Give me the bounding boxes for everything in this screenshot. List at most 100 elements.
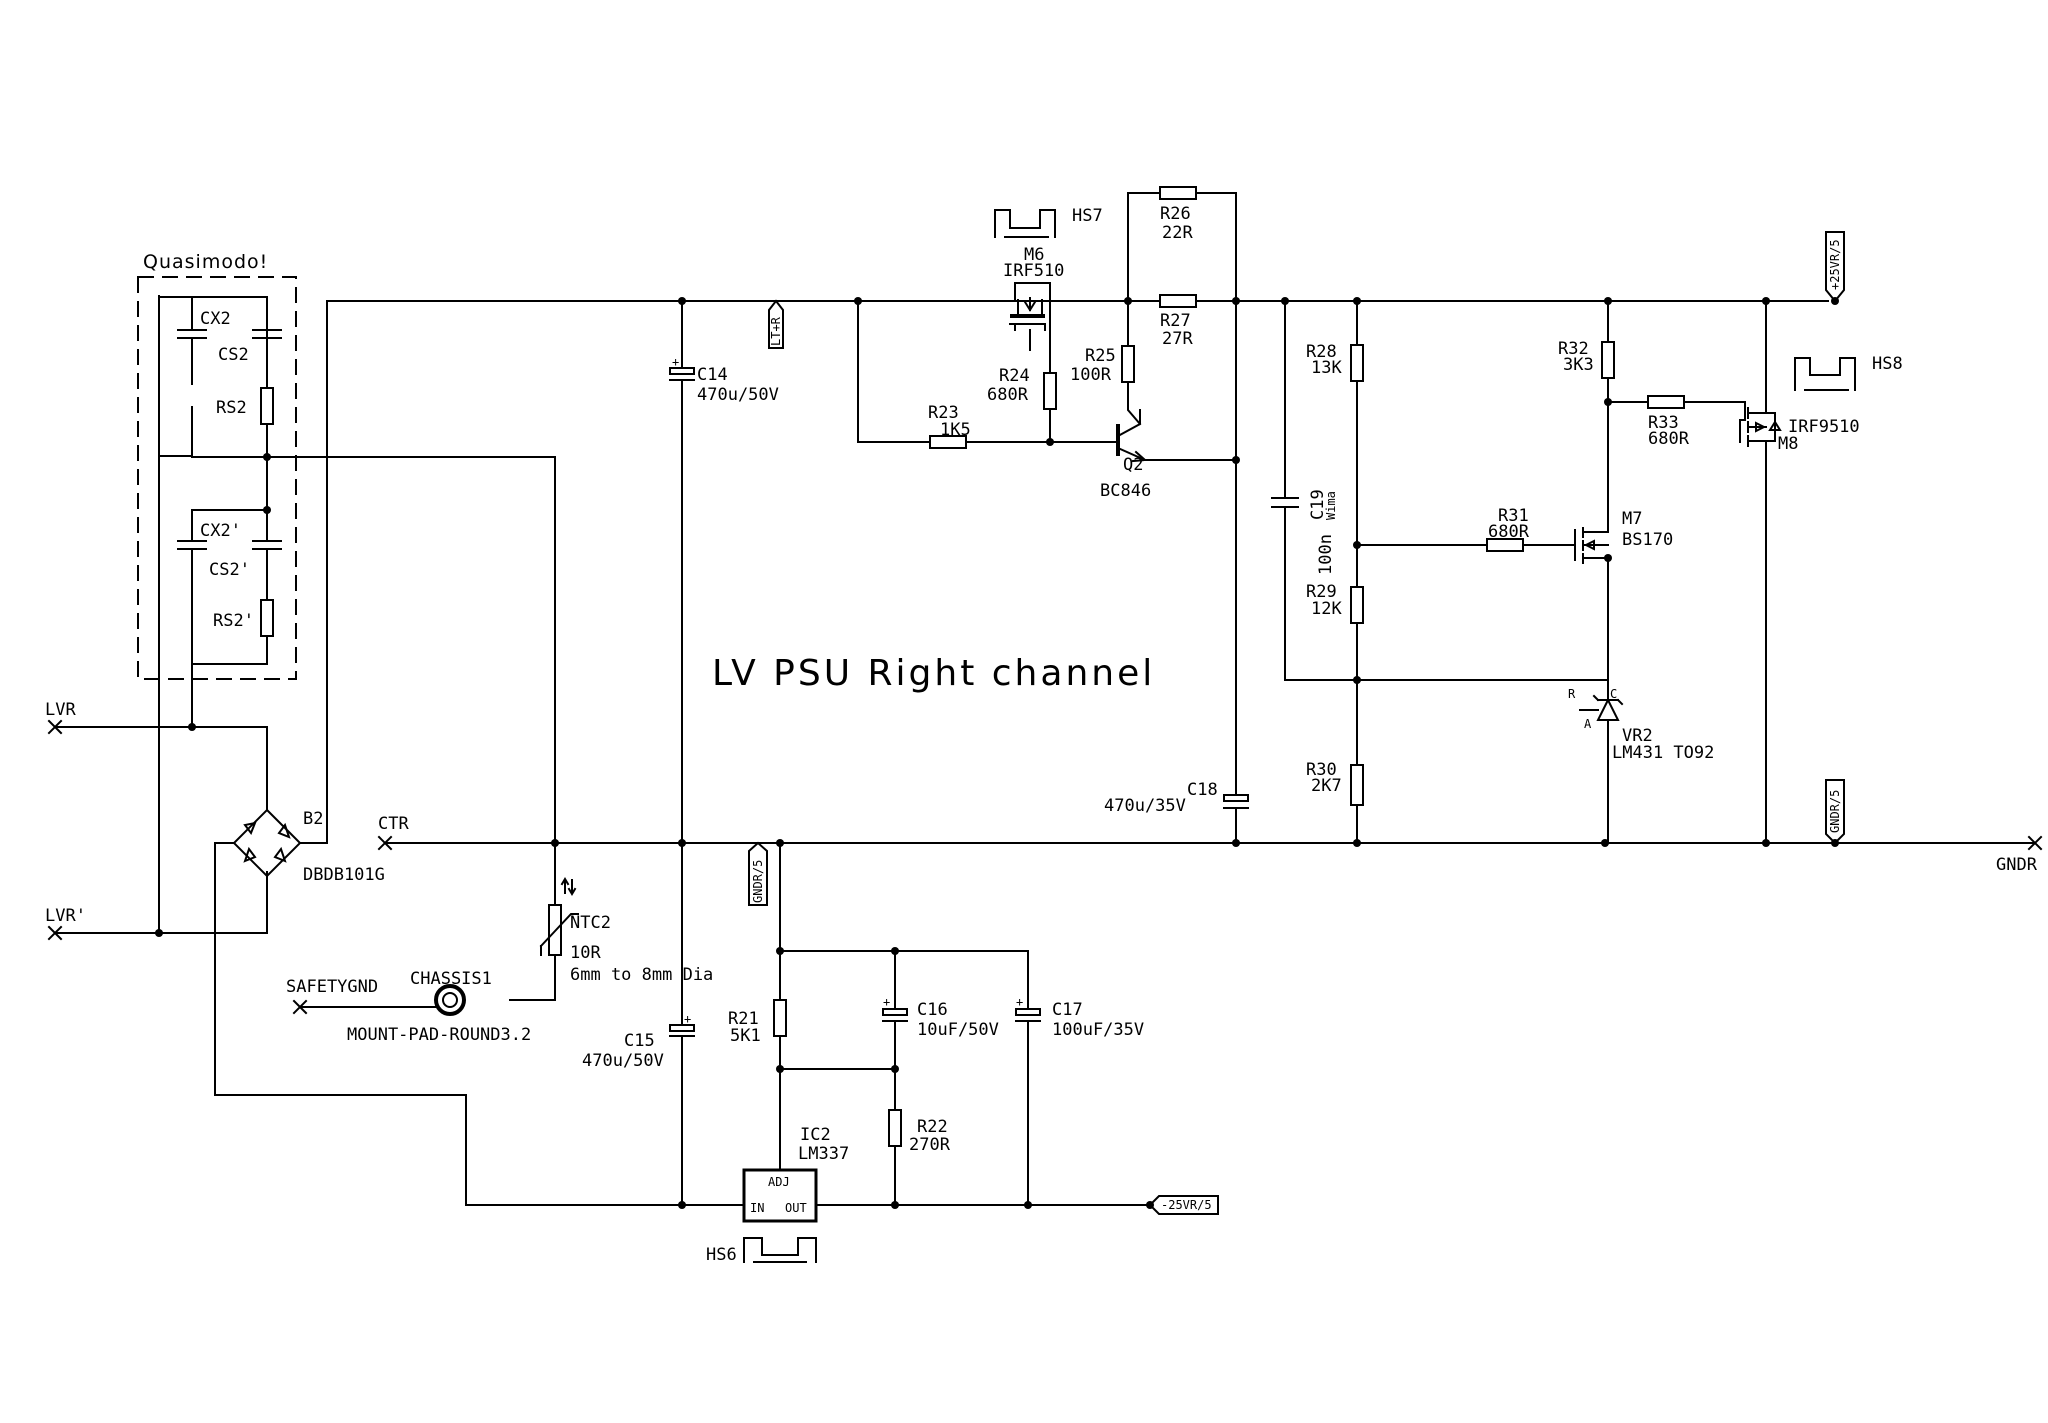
label-c14: C14 [697,365,728,385]
label-r29: R29 [1306,582,1337,602]
label-r28: R28 [1306,342,1337,362]
input-wiring: LVR LVR' [45,295,556,1001]
svg-text:+: + [883,995,890,1009]
label-b2-val: DBDB101G [303,865,385,885]
label-r25: R25 [1085,346,1116,366]
label-ntc2: NTC2 [570,913,611,933]
net-lt-r: LT+R [769,316,783,346]
label-r33: R33 [1648,413,1679,433]
label-ic2-val: LM337 [798,1144,849,1164]
schematic-title: LV PSU Right channel [712,653,1155,694]
net-lvr: LVR [45,700,76,720]
label-m8-val: IRF9510 [1788,417,1860,437]
quasimodo-group: Quasimodo! CX2 CS2 RS2 CX2' CS2' RS2' [137,251,297,680]
r32-r33: R32 3K3 R33 680R [1558,297,1746,701]
label-r28-val: 13K [1311,358,1342,378]
r23-r24: R23 1K5 R24 680R [857,300,1113,449]
net-n25vr: -25VR/5 [1161,1198,1212,1212]
label-cx2: CX2 [200,309,231,329]
label-r29-val: 12K [1311,599,1342,619]
quasimodo-label: Quasimodo! [143,251,268,273]
svg-text:+: + [684,1012,691,1026]
label-ic2: IC2 [800,1125,831,1145]
bridge-b2: B2 DBDB101G [214,300,1765,1206]
label-q2: Q2 [1123,455,1143,475]
label-ic2-in: IN [750,1201,764,1215]
label-c19: C19 [1308,489,1328,520]
label-r23-val: 1K5 [940,420,971,440]
label-c17-val: 100uF/35V [1052,1020,1144,1040]
label-r32-val: 3K3 [1563,355,1594,375]
label-rs2p: RS2' [213,611,254,631]
r31-m7: R31 680R M7 BS170 [1356,506,1673,564]
negative-regulator: R21 5K1 + C16 10uF/50V R22 270R + C17 10… [706,842,1219,1265]
label-r30-val: 2K7 [1311,776,1342,796]
label-r30: R30 [1306,760,1337,780]
label-r25-val: 100R [1070,365,1112,385]
label-c17: C17 [1052,1000,1083,1020]
label-r21-val: 5K1 [730,1026,761,1046]
label-ntc2-val: 10R [570,943,601,963]
label-r26: R26 [1160,204,1191,224]
net-gndr5-top: GNDR/5 [751,860,765,903]
label-hs6: HS6 [706,1245,737,1265]
label-chassis-val: MOUNT-PAD-ROUND3.2 [347,1025,531,1045]
label-r31: R31 [1498,506,1529,526]
label-q2-val: BC846 [1100,481,1151,501]
label-c19-brand: Wima [1324,491,1338,520]
quasimodo-box [137,276,297,680]
net-ctr: CTR [378,814,409,834]
flag-gndr5-right: GNDR/5 [1825,779,1845,845]
main-caps: + + C14 470u/50V C15 470u/50V [582,297,779,1209]
flag-p25vr: +25VR/5 [1765,231,1845,305]
label-r21: R21 [728,1009,759,1029]
label-cs2p: CS2' [209,560,250,580]
label-vr2-c: C [1610,687,1617,701]
label-m6: M6 [1024,245,1044,265]
ground-rail: CTR GNDR [377,814,2043,875]
net-lvr-prime: LVR' [45,906,86,926]
label-chassis: CHASSIS1 [410,969,492,989]
label-m7-val: BS170 [1622,530,1673,550]
label-c15-val: 470u/50V [582,1051,664,1071]
net-gndr: GNDR [1996,855,2038,875]
net-safetygnd: SAFETYGND [286,977,378,997]
label-c14-val: 470u/50V [697,385,779,405]
label-m6-val: IRF510 [1003,261,1064,281]
label-vr2-r: R [1568,687,1576,701]
label-vr2-a: A [1584,717,1592,731]
label-r32: R32 [1558,339,1589,359]
label-c16-val: 10uF/50V [917,1020,999,1040]
q2-r25-r26-r27: R25 100R Q2 BC846 R26 22R R27 27R [1070,186,1240,501]
label-ntc2-note: 6mm to 8mm Dia [570,965,713,985]
label-vr2: VR2 [1622,726,1653,746]
label-hs8: HS8 [1872,354,1903,374]
label-c15: C15 [624,1031,655,1051]
label-r22: R22 [917,1117,948,1137]
label-m8: M8 [1778,434,1798,454]
label-r27-val: 27R [1162,329,1193,349]
label-vr2-val: LM431 TO92 [1612,743,1714,763]
label-r27: R27 [1160,311,1191,331]
label-r26-val: 22R [1162,223,1193,243]
label-r23: R23 [928,403,959,423]
label-cs2: CS2 [218,345,249,365]
svg-text:+: + [672,355,679,369]
label-c18-val: 470u/35V [1104,796,1186,816]
label-r24-val: 680R [987,385,1029,405]
label-m7: M7 [1622,509,1642,529]
label-b2: B2 [303,809,323,829]
label-ic2-out: OUT [785,1201,807,1215]
c19-divider: C19 Wima 100n R28 13K R29 12K R30 2K7 [1271,297,1609,844]
net-gndr5-right: GNDR/5 [1828,790,1842,833]
flag-lt-r: LT+R [768,297,862,349]
vr2: R C A VR2 LM431 TO92 [1568,687,1714,844]
label-r33-val: 680R [1648,429,1690,449]
label-cx2p: CX2' [200,521,241,541]
c18: C18 470u/35V [1104,300,1249,844]
label-rs2: RS2 [216,398,247,418]
m6-hs7: HS7 M6 IRF510 [994,206,1103,374]
ntc2-chassis: NTC2 10R 6mm to 8mm Dia SAFETYGND CHASSI… [286,842,713,1045]
label-hs7: HS7 [1072,206,1103,226]
